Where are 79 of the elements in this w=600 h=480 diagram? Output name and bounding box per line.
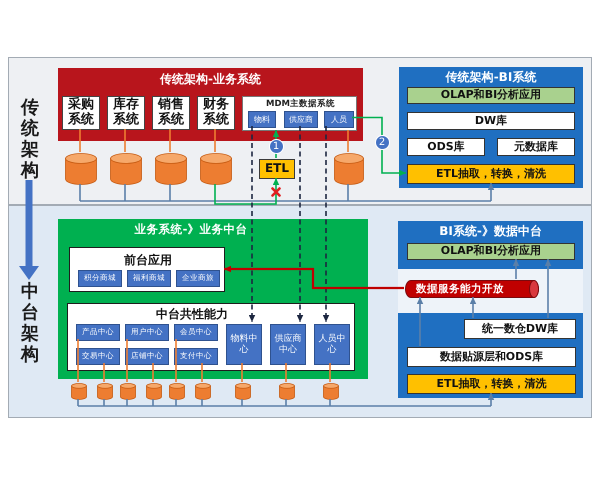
connector-line — [241, 363, 243, 382]
connector-line — [347, 130, 349, 152]
arrow — [224, 266, 404, 290]
panel-title: MDM主数据系统 — [265, 98, 336, 109]
module-box: 物料中心 — [226, 324, 262, 365]
dashed-arrow — [296, 126, 304, 322]
connector-line — [175, 339, 177, 382]
database-cylinder — [71, 383, 87, 400]
layer-box: ODS库 — [407, 138, 485, 156]
layer-box: 统一数仓DW库 — [464, 319, 576, 339]
system-box: 销售系统 — [152, 96, 190, 130]
system-box: 财务系统 — [197, 96, 235, 130]
data-box: 物料 — [248, 111, 276, 128]
connector-line — [169, 129, 171, 152]
data-box: 供应商 — [284, 111, 318, 128]
group-panel — [58, 219, 368, 379]
layer-box: DW库 — [407, 112, 575, 130]
database-cylinder — [200, 153, 232, 185]
arrow — [512, 259, 520, 279]
panel-title: 中台共性能力 — [155, 307, 229, 322]
group-panel — [399, 67, 583, 188]
group-panel — [69, 247, 225, 292]
system-box: 采购系统 — [62, 96, 100, 130]
panel-title: 业务系统-》业务中台 — [134, 223, 248, 237]
arrow — [470, 297, 476, 318]
database-cylinder — [323, 383, 339, 400]
database-cylinder — [146, 383, 162, 400]
database-cylinder — [334, 153, 364, 185]
arrow — [352, 116, 406, 176]
connector-line — [329, 363, 331, 382]
group-panel — [67, 303, 355, 371]
connector-line — [103, 363, 105, 382]
connector-line — [126, 339, 128, 382]
database-cylinder — [120, 383, 136, 400]
database-cylinder — [155, 153, 187, 185]
panel-title: 传统架构-BI系统 — [444, 70, 538, 84]
layer-box: OLAP和BI分析应用 — [407, 243, 575, 260]
dashed-arrow — [248, 126, 256, 322]
layer-box: ETL抽取，转换，清洗 — [407, 374, 576, 394]
panel-title: 前台应用 — [123, 253, 173, 268]
module-box: 人员中心 — [314, 324, 350, 365]
process-box: ETL — [259, 159, 295, 179]
database-cylinder — [235, 383, 251, 400]
section-band — [8, 57, 592, 205]
arrow — [544, 259, 552, 318]
group-panel — [398, 221, 583, 398]
panel-title: BI系统-》数据中台 — [438, 224, 543, 238]
layer-box: 元数据库 — [497, 138, 575, 156]
connector-line — [124, 129, 126, 152]
layer-box: ETL抽取，转换，清洗 — [407, 164, 575, 184]
arrow — [77, 392, 494, 407]
database-cylinder — [65, 153, 97, 185]
panel-title: 传统架构-业务系统 — [158, 72, 262, 86]
data-box: 人员 — [324, 111, 354, 128]
database-cylinder — [110, 153, 142, 185]
connector-line — [77, 339, 79, 382]
module-box: 供应商中心 — [270, 324, 306, 365]
layer-box: OLAP和BI分析应用 — [407, 87, 575, 104]
section-band — [8, 205, 592, 418]
database-cylinder — [195, 383, 211, 400]
connector-line — [152, 363, 154, 382]
database-cylinder — [279, 383, 295, 400]
vertical-label: 传统架构 — [20, 97, 40, 181]
vertical-label: 中台架构 — [20, 281, 40, 365]
connector-line — [285, 363, 287, 382]
database-cylinder — [169, 383, 185, 400]
database-cylinder — [97, 383, 113, 400]
arrow — [416, 297, 424, 346]
connector-line — [201, 363, 203, 382]
horizontal-cylinder: 数据服务能力开放 — [405, 280, 539, 298]
arrow — [214, 178, 280, 205]
connector-line — [79, 129, 81, 152]
layer-box: 数据贴源层和ODS库 — [407, 347, 576, 367]
group-panel — [242, 96, 357, 131]
block-arrow — [22, 180, 36, 280]
group-panel — [58, 68, 363, 141]
connector-line — [214, 129, 216, 152]
system-box: 库存系统 — [107, 96, 145, 130]
dashed-arrow — [322, 126, 330, 322]
